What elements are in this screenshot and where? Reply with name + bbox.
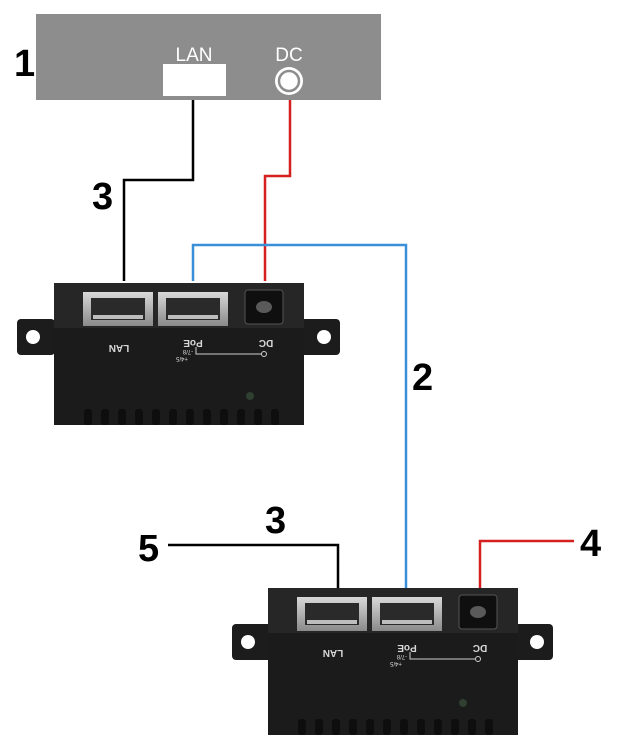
poe-label: PoE (397, 642, 417, 653)
camera-lan-port (163, 64, 226, 96)
lan-cable-top (122, 95, 195, 281)
poe-injector-top: LAN PoE -7/8 +4/5 DC (17, 283, 340, 425)
lan-label: LAN (109, 342, 130, 353)
callout-4: 4 (580, 523, 601, 565)
dc-label: DC (473, 642, 487, 653)
callout-2: 2 (412, 357, 433, 399)
pin-note-upper: -7/8 (396, 653, 407, 659)
pin-note-upper: -7/8 (182, 348, 193, 354)
status-led (246, 392, 254, 400)
callout-1: 1 (14, 43, 35, 85)
poe-cable (191, 243, 408, 588)
poe-injector-bottom: LAN PoE -7/8 +4/5 DC (232, 588, 553, 735)
vent-slots (84, 409, 279, 425)
lan-label: LAN (323, 647, 344, 658)
callout-3-bottom: 3 (265, 500, 286, 542)
callout-5: 5 (138, 528, 159, 570)
cables (122, 95, 574, 588)
dc-cable-top (263, 95, 292, 281)
camera-device: LAN DC (36, 14, 381, 100)
mount-hole (530, 635, 544, 649)
vent-slots (298, 719, 493, 735)
lan-cable-bottom (168, 543, 340, 588)
mount-hole (26, 330, 40, 344)
callouts: 1 3 2 3 5 4 (14, 43, 601, 570)
camera-lan-label: LAN (176, 45, 213, 66)
mount-hole (241, 635, 255, 649)
mount-hole (317, 330, 331, 344)
poe-label: PoE (183, 337, 203, 348)
pin-note-lower: +4/5 (389, 660, 402, 666)
camera-dc-label: DC (275, 45, 302, 66)
callout-3-top: 3 (92, 176, 113, 218)
dc-label: DC (259, 337, 273, 348)
status-led (459, 699, 467, 707)
pin-note-lower: +4/5 (175, 355, 188, 361)
dc-cable-bottom (478, 539, 574, 588)
